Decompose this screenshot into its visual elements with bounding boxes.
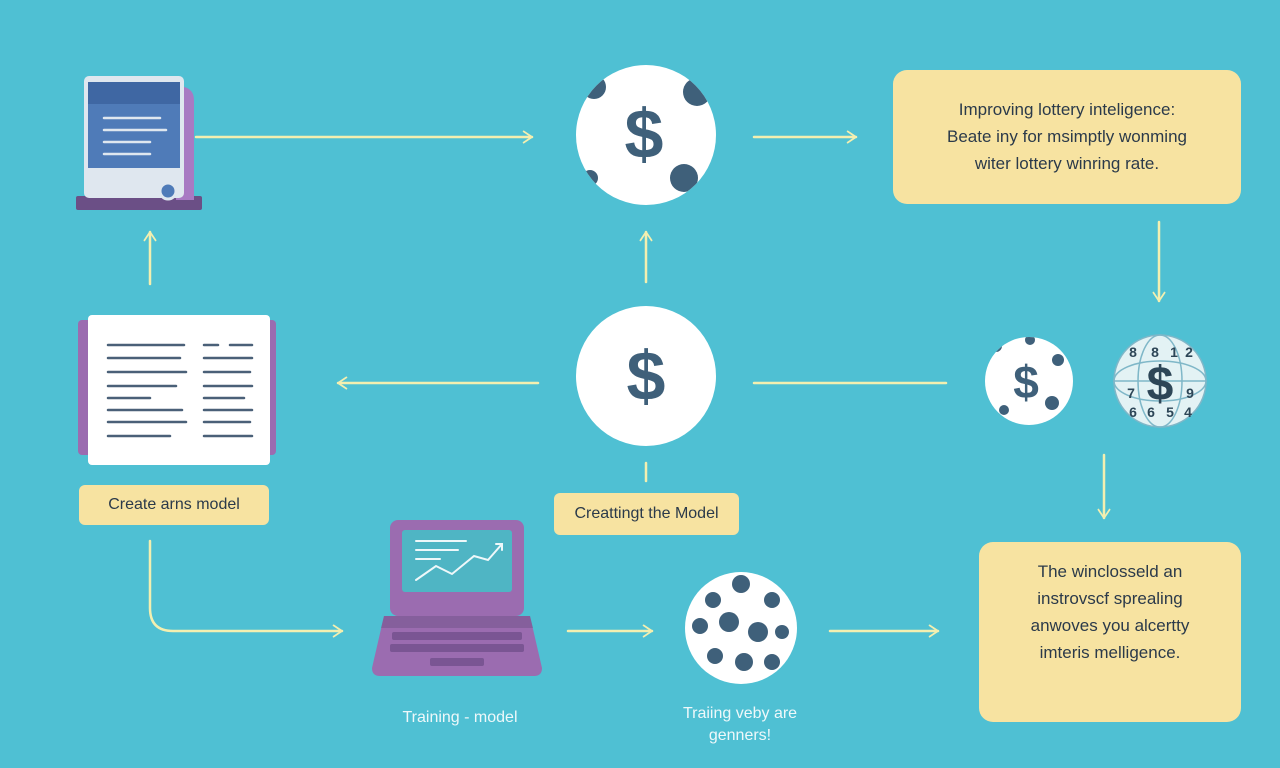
dollar-ball-icon-center: $ xyxy=(576,306,716,446)
info-box-line: anwoves you alcertty xyxy=(1030,616,1190,635)
dollar-ball-icon-right: $ xyxy=(985,337,1073,425)
laptop-icon xyxy=(372,520,542,676)
globe-number: 4 xyxy=(1184,404,1192,420)
training-model-caption: Training - model xyxy=(402,709,518,726)
globe-number: 6 xyxy=(1129,404,1137,420)
training-caption: Traiing veby are genners! xyxy=(650,703,830,747)
info-box-line: imteris melligence. xyxy=(1039,643,1181,662)
number-globe-icon: 8 8 1 2 7 9 6 6 5 4 $ xyxy=(1113,334,1207,428)
training-caption-line: genners! xyxy=(708,727,772,744)
globe-number: 5 xyxy=(1166,404,1174,420)
info-box-improving: Improving lottery inteligence: Beate iny… xyxy=(893,70,1241,204)
info-box-title: Improving lottery inteligence: xyxy=(958,100,1176,119)
info-box-line: Beate iny for msimptly wonming xyxy=(947,127,1187,146)
dollar-symbol-globe: $ xyxy=(1147,358,1174,411)
dollar-ball-icon-top: $ xyxy=(576,65,716,205)
globe-number: 1 xyxy=(1170,344,1178,360)
globe-number: 8 xyxy=(1151,344,1159,360)
globe-number: 7 xyxy=(1127,385,1135,401)
globe-number: 8 xyxy=(1129,344,1137,360)
globe-number: 9 xyxy=(1186,385,1194,401)
document-icon xyxy=(78,315,276,465)
book-icon xyxy=(76,76,202,210)
info-box-line: instrovscf sprealing xyxy=(1037,589,1183,608)
globe-number: 2 xyxy=(1185,344,1193,360)
globe-number: 6 xyxy=(1147,404,1155,420)
info-box-line: witer lottery winring rate. xyxy=(974,154,1160,173)
lottery-ball-icon xyxy=(685,572,797,684)
info-box-conclusion: The winclosseld an instrovscf sprealing … xyxy=(979,542,1241,722)
info-box-line: The winclosseld an xyxy=(1037,562,1183,581)
dollar-symbol-top: $ xyxy=(625,95,664,173)
dollar-symbol-right: $ xyxy=(1013,356,1039,408)
create-model-label: Create arns model xyxy=(79,485,269,525)
creating-model-label: Creattingt the Model xyxy=(554,493,739,535)
arrow-label-to-laptop xyxy=(148,539,344,638)
dollar-symbol-center: $ xyxy=(627,337,666,415)
training-caption-line: Traiing veby are xyxy=(682,705,798,722)
